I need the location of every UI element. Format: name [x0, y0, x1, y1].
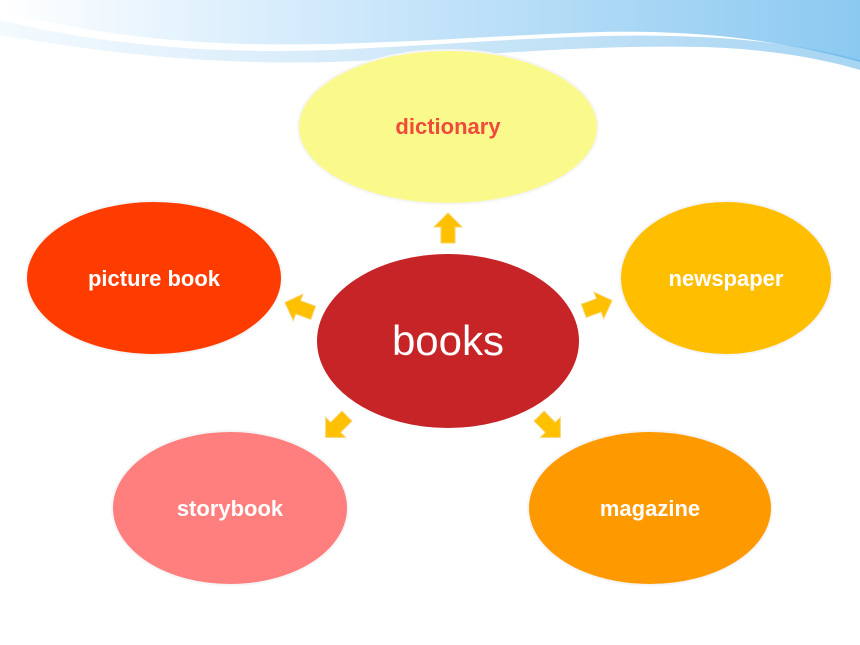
node-label-storybook: storybook — [177, 496, 284, 521]
arrows — [284, 212, 613, 438]
header-wave — [0, 0, 860, 70]
node-storybook: storybook — [111, 430, 349, 586]
center-label: books — [392, 317, 504, 364]
arrow-to-newspaper-icon — [580, 291, 613, 320]
node-label-magazine: magazine — [600, 496, 700, 521]
node-newspaper: newspaper — [619, 200, 833, 356]
node-dictionary: dictionary — [297, 49, 599, 205]
node-label-dictionary: dictionary — [395, 114, 501, 139]
arrow-to-picture-book-icon — [284, 293, 317, 322]
arrow-to-storybook-icon — [325, 410, 353, 438]
center-node: books — [315, 252, 581, 430]
node-magazine: magazine — [527, 430, 773, 586]
node-picture-book: picture book — [25, 200, 283, 356]
arrow-to-magazine-icon — [533, 410, 561, 438]
node-label-newspaper: newspaper — [669, 266, 784, 291]
arrow-to-dictionary-icon — [432, 212, 464, 244]
node-label-picture-book: picture book — [88, 266, 221, 291]
